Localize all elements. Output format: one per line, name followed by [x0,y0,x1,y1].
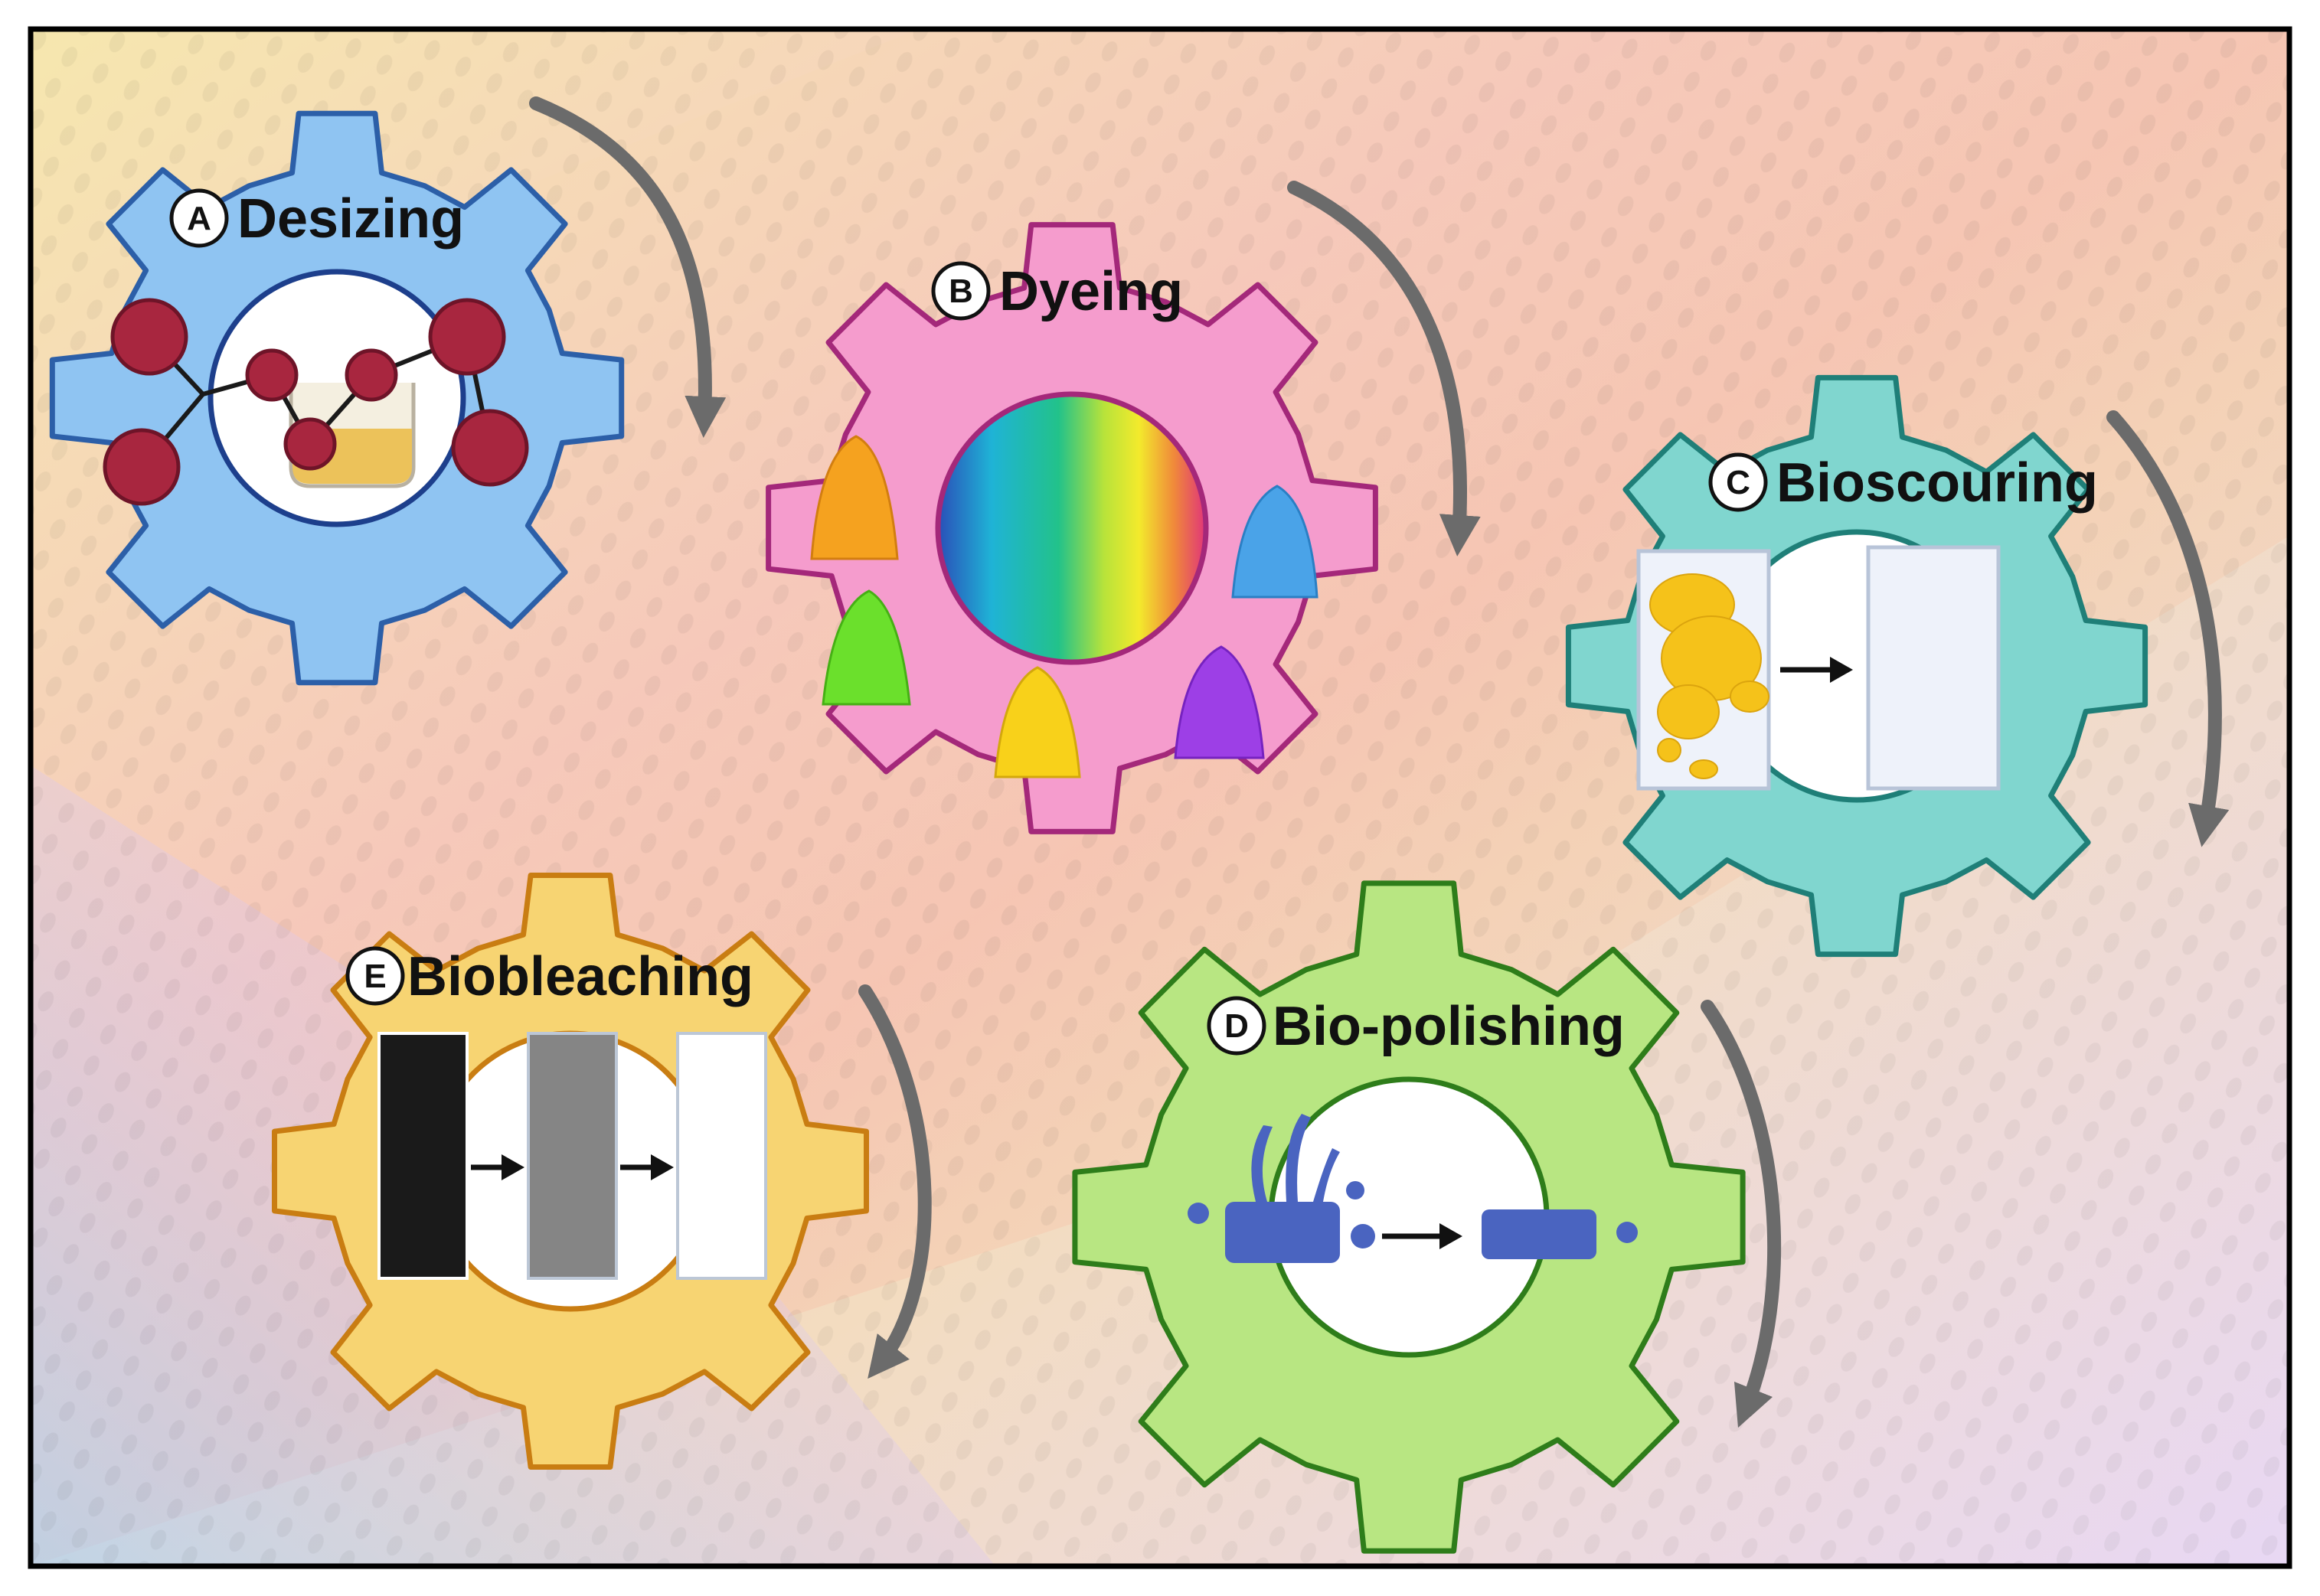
fuzzy-to-smooth-fiber-icon [1188,1114,1638,1263]
transform-arrow-head [1439,1223,1462,1249]
dye-pile-purple [1174,645,1265,759]
gear-biopolishing: D Bio-polishing [1072,880,1746,1554]
molecule-ball [245,348,299,402]
fiber-fuzz [1313,1148,1340,1202]
molecule-ball [345,348,398,402]
step-c-badge [1708,452,1768,512]
fiber-fragment [1346,1181,1364,1199]
molecule-ball [103,428,181,506]
step-a-badge [169,188,229,248]
step-e-letter: E [364,958,386,995]
step-d-badge [1207,996,1266,1056]
figure-frame [28,26,2292,1569]
swatch-white [676,1032,767,1280]
molecule-ball [428,298,506,376]
swatch-gray [527,1032,618,1280]
step-b-title: Dyeing [999,261,1183,322]
rainbow-disc [935,391,1209,665]
step-b-letter: B [949,273,973,310]
fiber-fragment [1351,1224,1375,1248]
clean-fabric [1866,545,2001,791]
step-c-title: Bioscouring [1776,452,2098,514]
stain-blob [1689,759,1718,779]
step-d-letter: D [1224,1007,1249,1045]
step-c-letter: C [1726,464,1750,501]
dye-pile-green [822,589,911,706]
dye-pile-orange [810,435,899,560]
gear-bioscouring: C Bioscouring [1565,374,2148,958]
step-d-title: Bio-polishing [1273,996,1625,1057]
arrow-c-to-d [2106,410,2230,847]
desizing-molecules-beaker-icon [103,298,529,506]
dye-pile-blue [1231,485,1318,599]
molecule-ball [110,298,188,376]
gear-dyeing: B Dyeing [766,222,1378,834]
stain-blob [1730,681,1769,713]
smooth-fiber-block [1482,1209,1596,1259]
fiber-fragment [1616,1222,1638,1243]
dye-pile-yellow [994,666,1081,778]
gear-biobleaching: E Biobleaching [272,873,869,1470]
stained-to-clean-fabric-icon [1636,545,2001,791]
arrow-e-to-end [858,984,932,1379]
transform-arrow-head [502,1154,524,1180]
step-a-letter: A [187,200,211,237]
step-b-badge [931,261,991,321]
arrow-b-to-c [1287,181,1481,556]
black-gray-white-swatch-icon [377,1032,767,1280]
transform-arrow-head [1830,657,1853,683]
step-a-title: Desizing [237,188,464,250]
arrow-d-to-end [1701,1000,1782,1428]
process-arrows [529,96,2230,1428]
fiber-fuzz [1286,1114,1311,1202]
stain-blob [1657,684,1720,739]
arrow-a-to-b [529,96,727,438]
fiber-fragment [1188,1203,1209,1224]
fuzzy-fiber-block [1225,1202,1340,1263]
dye-powder-piles-icon [810,435,1318,778]
molecule-ball [451,409,529,487]
gear-desizing: A Desizing [49,110,625,686]
step-e-badge [345,946,405,1006]
fiber-fuzz [1251,1125,1273,1202]
step-e-title: Biobleaching [407,946,753,1007]
transform-arrow-head [651,1154,674,1180]
molecule-ball [283,417,337,471]
stain-blob [1657,738,1681,762]
swatch-black [377,1032,469,1280]
